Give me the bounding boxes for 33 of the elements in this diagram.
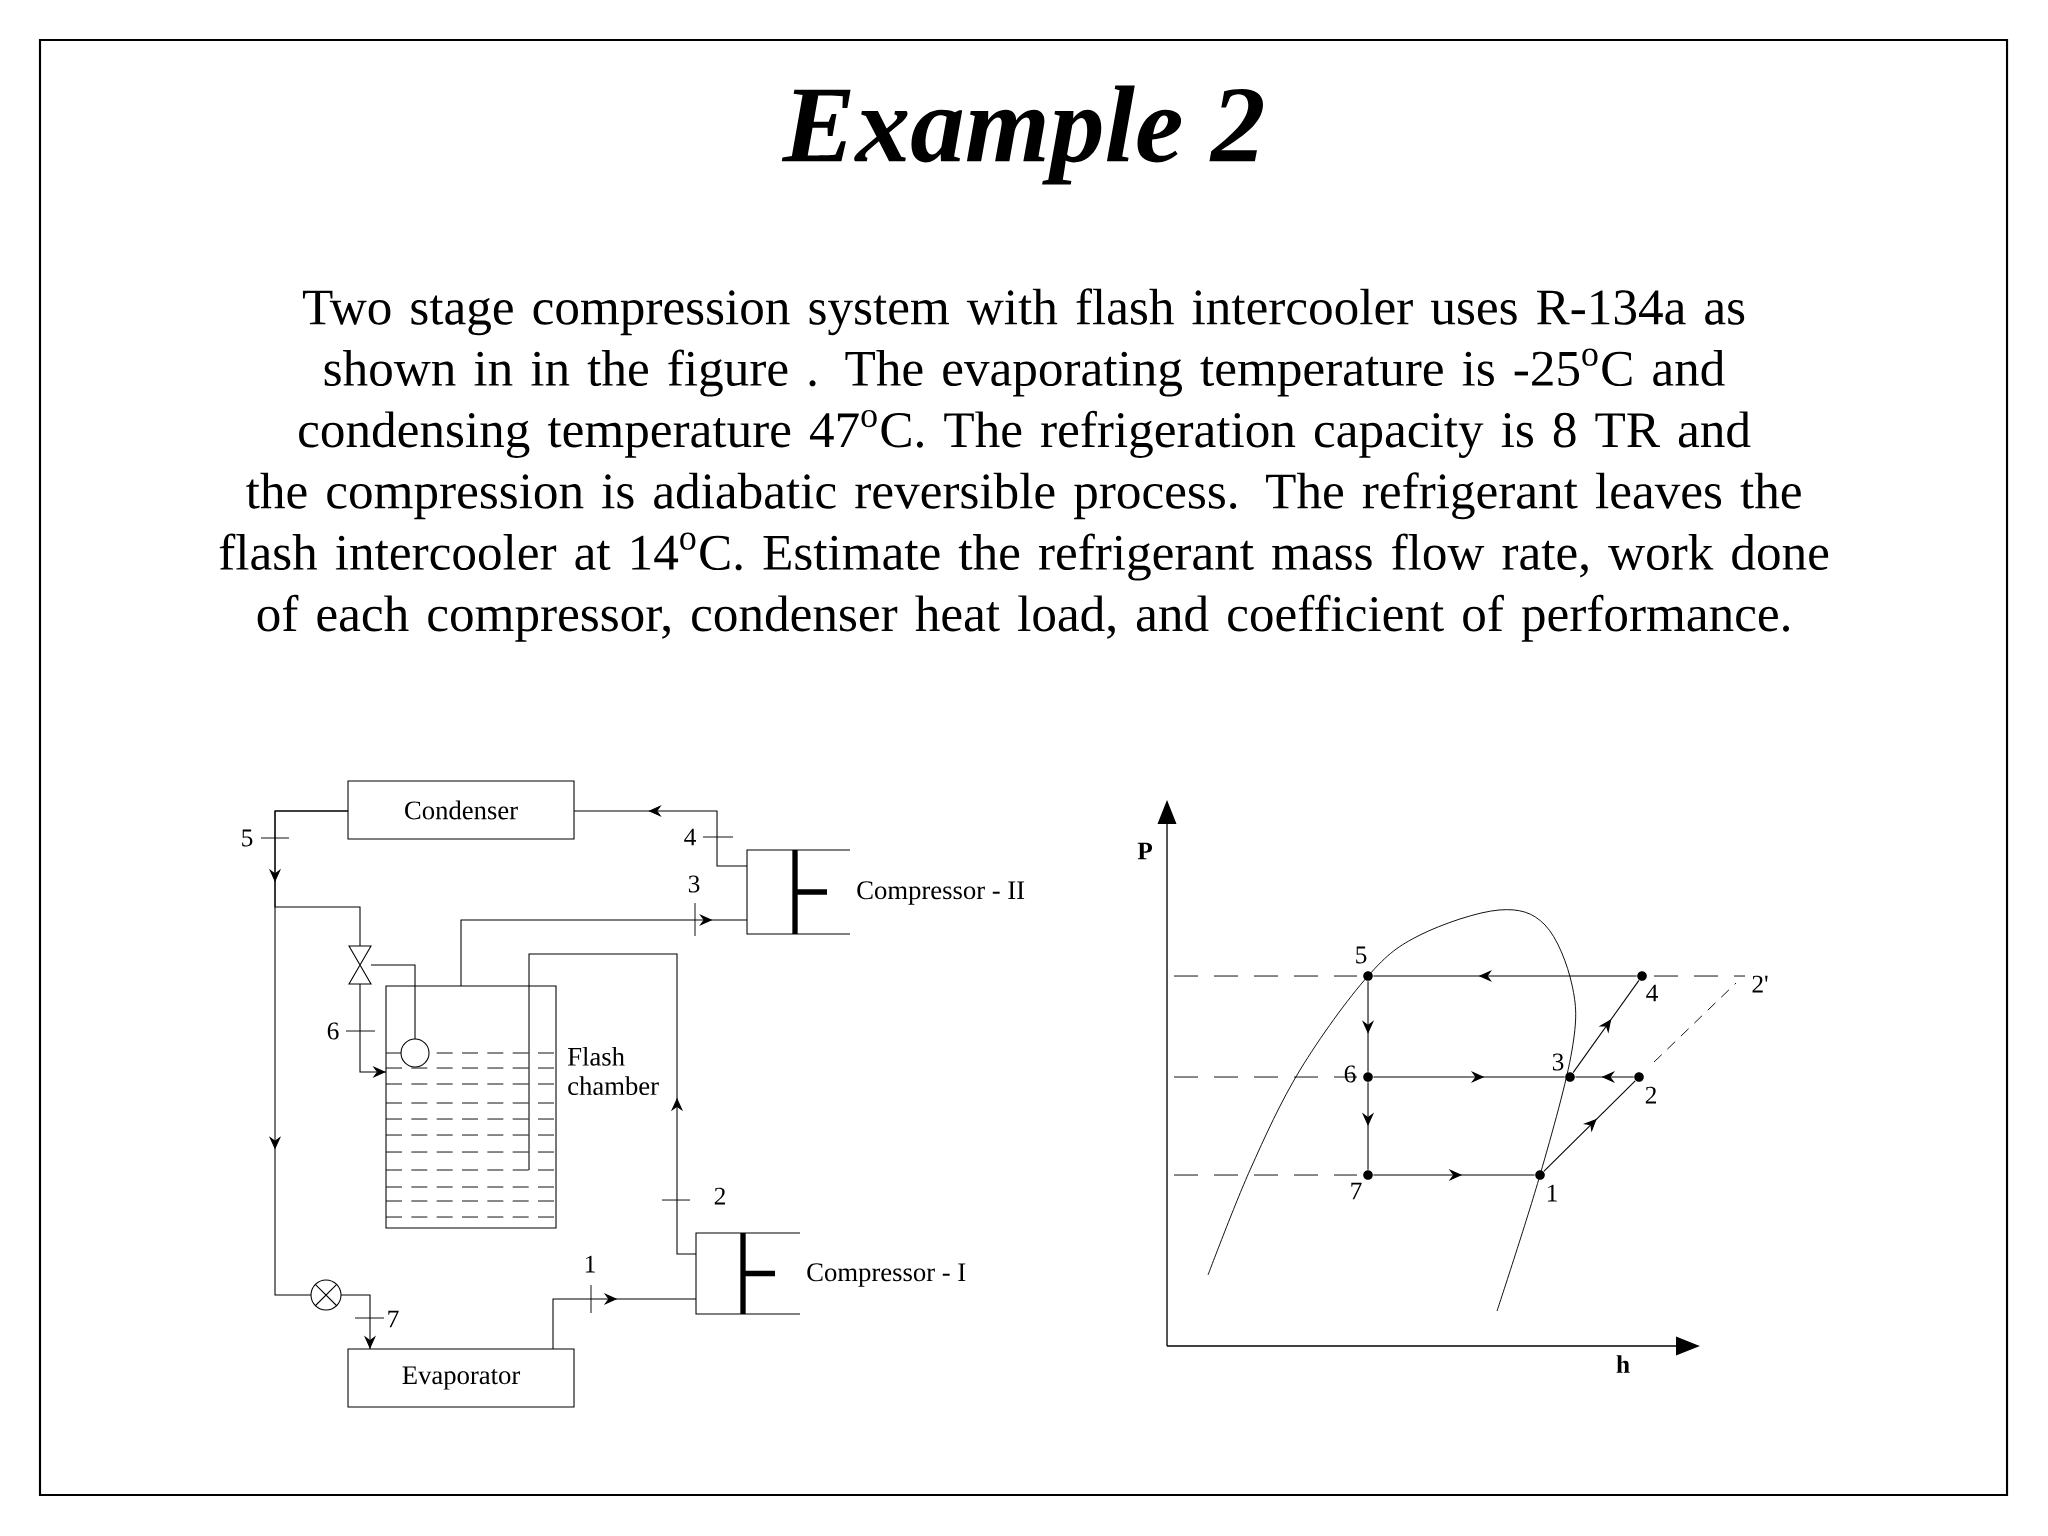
point-number: 1 <box>1547 1184 1557 1202</box>
component-box: Condenser <box>347 780 575 840</box>
float-ball <box>400 1038 430 1068</box>
state-number: 6 <box>327 1022 339 1040</box>
title: Example 2 <box>781 85 1263 185</box>
component-box: Evaporator <box>347 1348 575 1408</box>
state-number: 2' <box>1752 975 1768 993</box>
valve-symbol <box>348 945 372 985</box>
expansion-valve-symbol <box>310 1279 342 1311</box>
state-number: 2 <box>714 1187 725 1205</box>
state-number: 5 <box>242 829 253 847</box>
axis-label: P <box>1137 842 1153 860</box>
state-number: 3 <box>688 875 700 893</box>
state-number: 7 <box>388 1310 399 1328</box>
component-label: Compressor - II <box>857 881 1025 905</box>
arrow <box>1543 1080 1636 1172</box>
point-number: 5 <box>1356 946 1367 964</box>
arrow <box>460 913 748 987</box>
arrow <box>528 953 697 1255</box>
point-number: 3 <box>1552 1053 1564 1071</box>
point-number: 4 <box>1646 984 1658 1002</box>
point-number: 2 <box>1645 1086 1656 1104</box>
arrow <box>1572 979 1640 1074</box>
state-number: 1 <box>585 1255 595 1273</box>
point-number: 6 <box>1344 1065 1356 1083</box>
point-number: 7 <box>1351 1182 1362 1200</box>
axis-label: h <box>1616 1355 1630 1373</box>
arrow <box>552 1292 697 1350</box>
problem-statement: Two stage compression system with flash intercooler uses R-134a as shown in in the figure . The evaporating temperature is -25$^{o}$C and condensing temperature 47$^{o}$C. The refrigeration capacity is 8 TR and the compression is adiabatic reversible process. The refrigerant leaves the flash intercooler at 14$^{o}$C. Estimate the refrigerant mass flow rate, work done of each compressor, condenser heat load, and coefficient of performance. <box>219 288 1829 642</box>
component-label: Flash chamber <box>567 1046 659 1096</box>
state-number: 4 <box>684 828 696 846</box>
component-label: Compressor - I <box>807 1263 966 1287</box>
arrow <box>340 1294 377 1350</box>
